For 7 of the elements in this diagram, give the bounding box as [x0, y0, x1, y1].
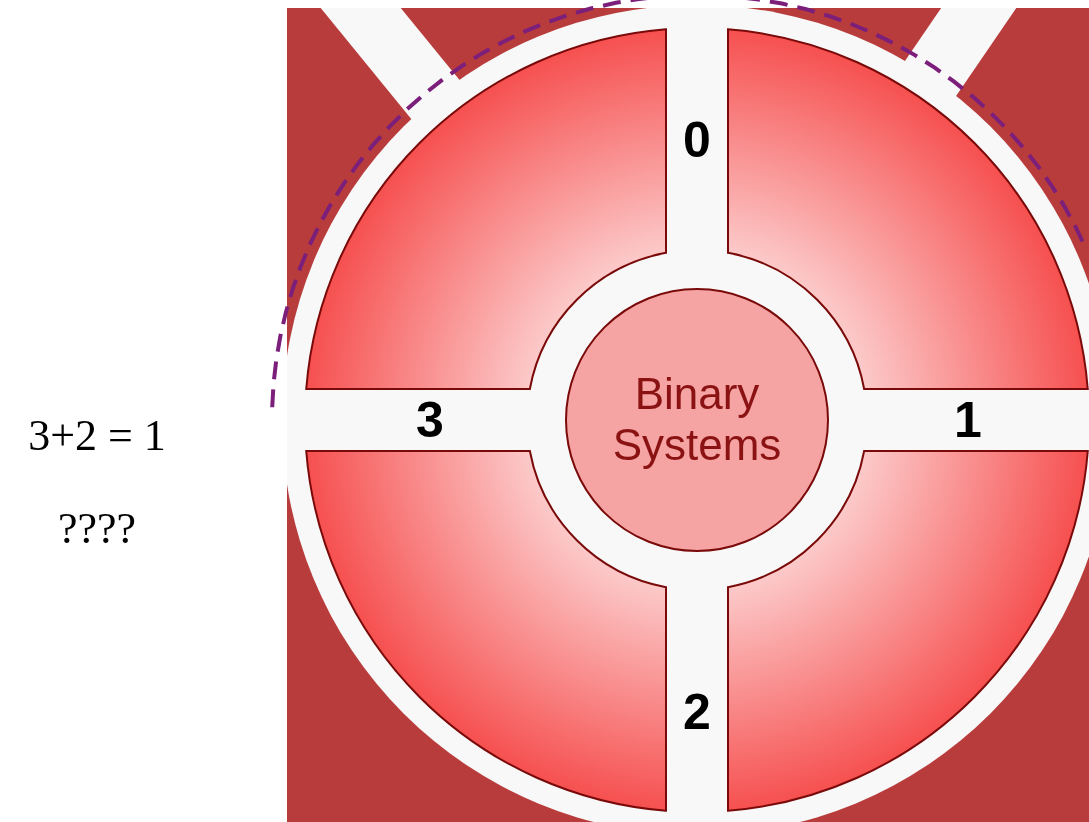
note-text: ???? [57, 502, 137, 554]
quadrant-number: 3 [416, 391, 444, 449]
quadrant-number: 0 [683, 111, 711, 169]
circle-title: Binary Systems [611, 369, 783, 471]
quadrant-number: 1 [954, 391, 982, 449]
quadrant-number: 2 [683, 683, 711, 741]
note-text: 3+2 = 1 [28, 409, 166, 461]
